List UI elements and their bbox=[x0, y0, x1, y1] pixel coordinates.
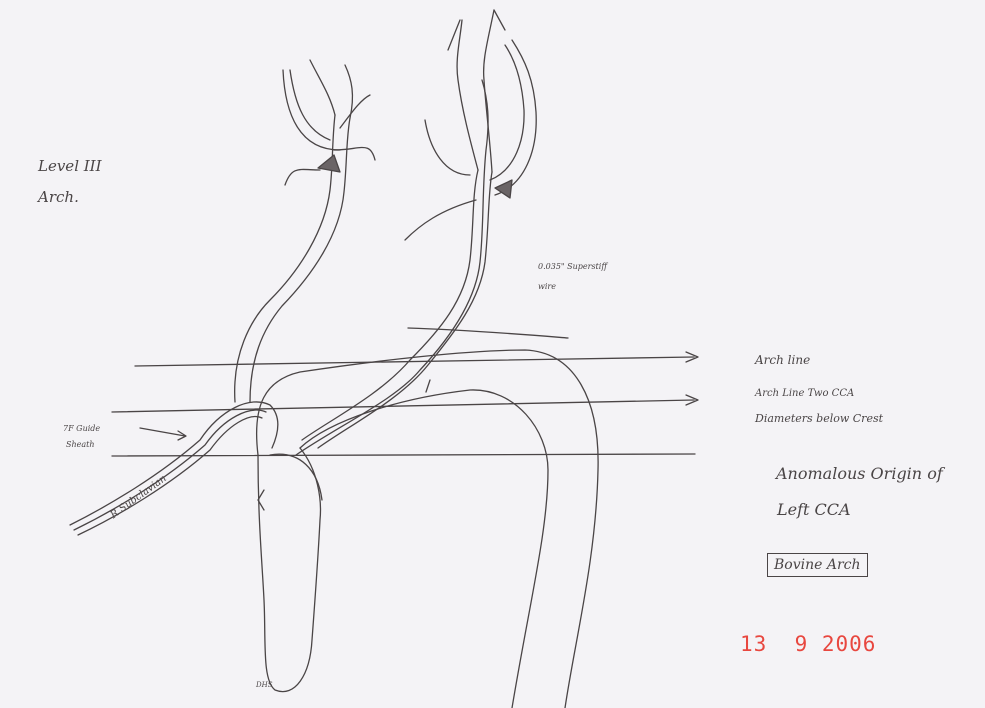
right-ica-inner bbox=[345, 65, 352, 118]
aortic-arch-outer bbox=[257, 350, 599, 708]
wire-label-line1: 0.035" Superstiff bbox=[538, 262, 607, 271]
anomalous-origin-label-line1: Anomalous Origin of bbox=[776, 464, 943, 483]
left-ica-inner bbox=[484, 10, 494, 172]
crest-stroke bbox=[426, 380, 430, 392]
right-branch-c bbox=[285, 169, 320, 185]
left-branch-b bbox=[405, 200, 476, 240]
right-ica bbox=[310, 60, 335, 115]
left-eca-outer bbox=[490, 45, 524, 180]
date-stamp: 13 9 2006 bbox=[740, 632, 876, 656]
guide-sheath bbox=[74, 410, 266, 530]
third-level-line bbox=[112, 454, 695, 456]
left-bifurcation bbox=[495, 180, 512, 198]
ascending-aorta bbox=[258, 448, 320, 692]
level-label: Level III bbox=[38, 157, 102, 175]
guide-sheath-label-line1: 7F Guide bbox=[63, 424, 100, 433]
right-branch-a bbox=[334, 148, 375, 161]
guide-sheath-label-line2: Sheath bbox=[66, 440, 95, 449]
aortic-arch-inner bbox=[300, 390, 548, 708]
arch-line bbox=[135, 357, 694, 366]
guide-arrow bbox=[140, 428, 185, 436]
right-eca-branch bbox=[290, 70, 330, 140]
subclavian-inner bbox=[78, 417, 262, 535]
left-branch-d bbox=[494, 10, 505, 30]
right-branch-b bbox=[340, 95, 370, 128]
aortic-root-bump bbox=[270, 454, 322, 500]
arch-label: Arch. bbox=[38, 188, 79, 206]
subclavian-outer bbox=[70, 402, 278, 525]
left-branch-a bbox=[425, 120, 470, 175]
arch-line-two-label-line1: Arch Line Two CCA bbox=[755, 388, 854, 399]
left-eca-inner bbox=[495, 40, 536, 195]
foot-mark: DHS bbox=[256, 681, 273, 689]
arch-line-two-label-line2: Diameters below Crest bbox=[755, 412, 883, 425]
bovine-arch-box: Bovine Arch bbox=[767, 553, 868, 577]
anomalous-origin-label-line2: Left CCA bbox=[777, 500, 851, 519]
wire-label-line2: wire bbox=[538, 282, 556, 291]
arch-line-label: Arch line bbox=[755, 353, 810, 367]
left-ica-outer bbox=[457, 20, 478, 170]
right-bifurcation bbox=[318, 155, 340, 172]
